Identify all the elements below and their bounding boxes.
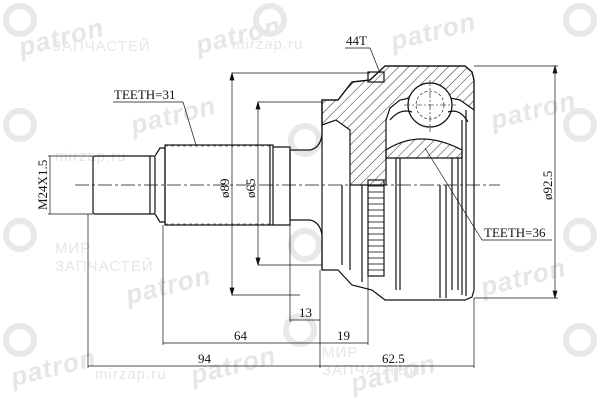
label-dia-65: ø65 [243,178,258,199]
label-dim-19: 19 [337,328,350,343]
label-teeth-31: TEETH=31 [114,87,176,102]
label-thread-m24: M24X1.5 [35,159,50,210]
label-dia-92-5: ø92.5 [540,170,555,200]
label-teeth-36: TEETH=36 [484,225,546,240]
label-dim-62-5: 62.5 [382,351,405,366]
label-dim-64: 64 [234,328,247,343]
label-dim-94: 94 [198,351,211,366]
label-dim-13: 13 [299,305,312,320]
label-44t: 44T [346,33,367,48]
label-dia-89: ø89 [217,178,232,199]
